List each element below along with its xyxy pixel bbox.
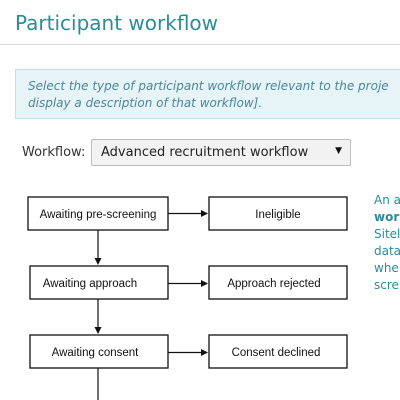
outcome-box-approach-rejected bbox=[208, 265, 348, 300]
outcome-box-consent-declined bbox=[208, 334, 348, 369]
step-label-awaiting-pre-screening: Awaiting pre-screening bbox=[40, 209, 157, 221]
step-box-awaiting-pre-screening bbox=[27, 196, 169, 231]
outcome-label-ineligible: Ineligible bbox=[255, 209, 300, 221]
step-label-awaiting-consent: Awaiting consent bbox=[52, 347, 140, 359]
outcome-label-consent-declined: Consent declined bbox=[232, 347, 321, 359]
workflow-description: An a wor Sitel data whe scre bbox=[374, 192, 400, 294]
step-box-awaiting-consent bbox=[29, 334, 169, 369]
step-box-awaiting-approach bbox=[29, 265, 169, 300]
page-title: Participant workflow bbox=[15, 11, 219, 35]
workflow-label: Workflow: bbox=[22, 145, 86, 160]
workflow-description-line-6: scre bbox=[374, 278, 399, 292]
info-text-line-2: display a description of that workflow]. bbox=[28, 96, 263, 110]
workflow-description-line-4: data bbox=[374, 244, 400, 258]
workflow-description-line-1: An a bbox=[374, 193, 400, 207]
workflow-select-value: Advanced recruitment workflow bbox=[101, 145, 309, 160]
outcome-box-ineligible bbox=[208, 196, 348, 231]
workflow-description-line-3: Sitel bbox=[374, 227, 400, 241]
workflow-select[interactable]: Advanced recruitment workflow ▼ bbox=[91, 139, 351, 166]
outcome-label-approach-rejected: Approach rejected bbox=[227, 278, 320, 290]
workflow-description-line-2: wor bbox=[374, 210, 400, 224]
step-label-awaiting-approach: Awaiting approach bbox=[43, 278, 137, 290]
workflow-description-line-5: whe bbox=[374, 261, 399, 275]
info-panel: Select the type of participant workflow … bbox=[15, 69, 400, 119]
caret-down-icon: ▼ bbox=[335, 146, 342, 156]
title-divider bbox=[0, 44, 400, 45]
info-text-line-1: Select the type of participant workflow … bbox=[28, 79, 389, 93]
